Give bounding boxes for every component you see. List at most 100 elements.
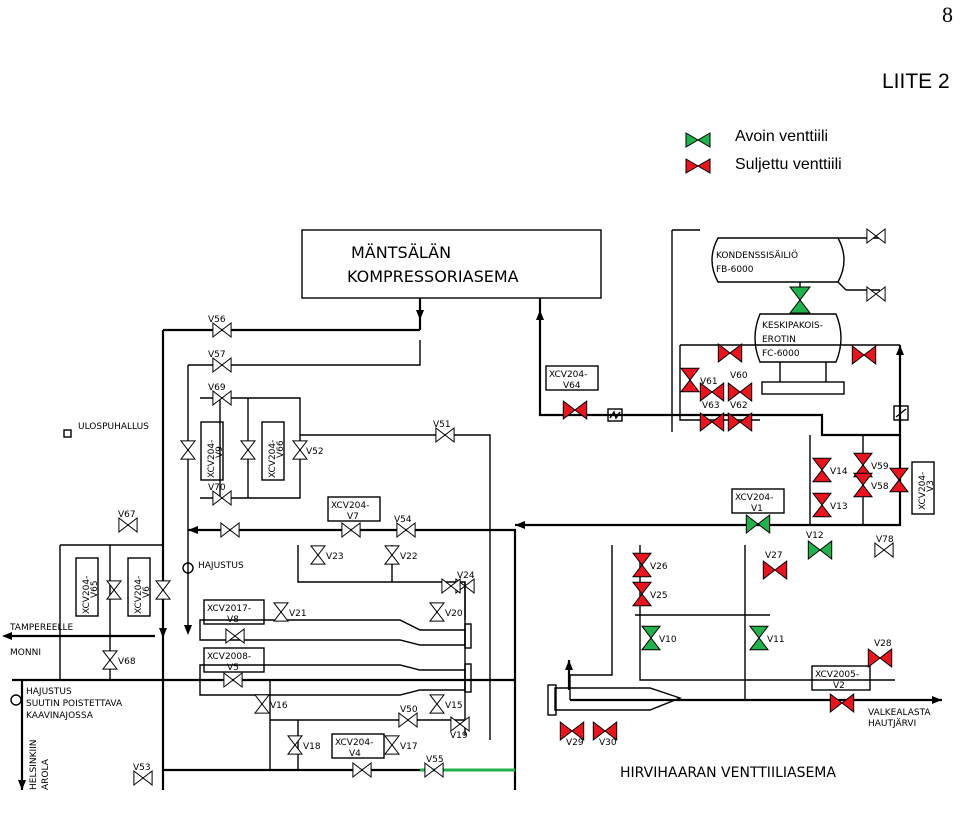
valve-v58-icon	[852, 472, 874, 498]
tag-v65-1: XCV204-	[82, 576, 92, 614]
tag-v2-1: XCV2005-	[815, 670, 859, 680]
centrifugal-separator	[754, 313, 842, 363]
valve-label-v61: V61	[700, 377, 718, 387]
station-title-1: MÄNTSÄLÄN	[351, 243, 451, 262]
valve-label-v50: V50	[400, 705, 418, 715]
valve-v60-icon	[727, 381, 753, 403]
separator-label-1: KESKIPAKOIS-	[762, 321, 823, 331]
valve-label-v53: V53	[133, 763, 151, 773]
valve-label-v25: V25	[650, 591, 668, 601]
valve-v13-icon	[811, 492, 833, 518]
valve-label-v24: V24	[457, 571, 475, 581]
tag-v64-2: V64	[563, 381, 581, 391]
valve-label-v51: V51	[433, 420, 451, 430]
valve-label-v30: V30	[599, 738, 617, 748]
arrow-left-icon	[932, 696, 942, 704]
legend-closed-label: Suljettu venttiili	[735, 156, 842, 173]
valve-v63-icon	[699, 411, 725, 433]
valve-v10-icon	[640, 625, 662, 651]
tag-v3-1: XCV204-	[918, 472, 928, 510]
valve-label-v11: V11	[767, 635, 785, 645]
valve-icon	[105, 580, 123, 600]
valve-label-v60: V60	[730, 371, 748, 381]
valve-label-v16: V16	[270, 701, 288, 711]
valve-v17-icon	[383, 735, 401, 755]
legend-open-icon	[685, 132, 711, 148]
arrow-down-icon	[184, 625, 192, 635]
appendix-label: LIITE 2	[882, 70, 950, 93]
arrow-up-icon	[536, 310, 544, 320]
valve-label-v63: V63	[702, 401, 720, 411]
valve-v25-icon	[631, 581, 653, 607]
valve-label-v70: V70	[208, 483, 226, 493]
valve-icon	[179, 440, 197, 460]
valve-label-v55: V55	[426, 755, 444, 765]
valve-label-v15: V15	[445, 701, 463, 711]
tag-v66-1: XCV204-	[268, 440, 278, 478]
valve-label-v13: V13	[830, 502, 848, 512]
valve-label-v27: V27	[765, 551, 783, 561]
valve-label-v58: V58	[871, 482, 889, 492]
tag-v6-1: XCV204-	[134, 576, 144, 614]
tag-v1-1: XCV204-	[735, 493, 773, 503]
valve-v18-icon	[286, 735, 304, 755]
valve-icon	[352, 761, 372, 779]
valve-label-v23: V23	[326, 552, 344, 562]
valve-icon	[562, 399, 588, 421]
valve-icon	[220, 521, 240, 539]
tag-v65-2: V65	[90, 580, 100, 598]
valve-v78-icon	[874, 541, 894, 559]
valve-label-v59: V59	[871, 462, 889, 472]
valve-v21-icon	[272, 602, 290, 622]
tag-v5-1: XCV2008-	[207, 652, 251, 662]
valve-label-v52: V52	[306, 447, 324, 457]
valve-icon	[699, 381, 725, 403]
legend-closed-icon	[685, 158, 711, 174]
valve-icon	[745, 513, 771, 535]
valve-label-v57: V57	[208, 350, 226, 360]
tag-v4-1: XCV204-	[335, 738, 373, 748]
valve-v68-icon	[101, 650, 119, 670]
valve-v69-icon	[212, 389, 232, 407]
valve-icon	[717, 342, 743, 364]
valve-label-v21: V21	[289, 609, 307, 619]
valve-label-v28: V28	[874, 639, 892, 649]
separator-label-2: EROTIN	[762, 335, 796, 345]
valve-label-v62: V62	[730, 401, 748, 411]
valve-icon	[239, 440, 257, 460]
ulospuhallus-label: ULOSPUHALLUS	[78, 422, 149, 432]
tank-label-1: KONDENSSISÄILIÖ	[716, 250, 798, 261]
tag-v64-1: XCV204-	[549, 370, 587, 380]
monni-label: MONNI	[10, 648, 41, 658]
valve-v56-icon	[212, 321, 232, 339]
valve-label-v17: V17	[400, 742, 418, 752]
tag-v3-2: V3	[926, 480, 936, 492]
valve-label-v18: V18	[303, 742, 321, 752]
tag-v8-1: XCV2017-	[207, 604, 251, 614]
valve-icon	[866, 285, 886, 303]
hajustus-label-1: HAJUSTUS	[198, 561, 244, 571]
separator-label-3: FC-6000	[762, 349, 800, 359]
valve-label-v56: V56	[208, 315, 226, 325]
suutin-label-2: KAAVINAJOSSA	[26, 711, 94, 721]
valve-v52-icon	[291, 440, 309, 460]
valve-label-v54: V54	[394, 515, 412, 525]
valve-v53-icon	[133, 769, 153, 787]
valve-label-v29: V29	[566, 738, 584, 748]
valve-v12-icon	[807, 539, 833, 561]
valve-label-v12: V12	[806, 531, 824, 541]
valve-v19-icon	[450, 715, 470, 733]
arrow-up-icon	[896, 345, 904, 355]
tag-v7-1: XCV204-	[331, 501, 369, 511]
tag-v66-2: V66	[276, 440, 286, 458]
valve-label-v20: V20	[445, 609, 463, 619]
page-number: 8	[942, 2, 953, 27]
tag-v5-2: V5	[227, 663, 239, 673]
valve-v62-icon	[727, 411, 753, 433]
valve-v54-icon	[396, 521, 416, 539]
arola-label: AROLA	[41, 758, 51, 790]
tag-v6-2: V6	[142, 586, 152, 598]
valve-icon	[341, 521, 361, 539]
